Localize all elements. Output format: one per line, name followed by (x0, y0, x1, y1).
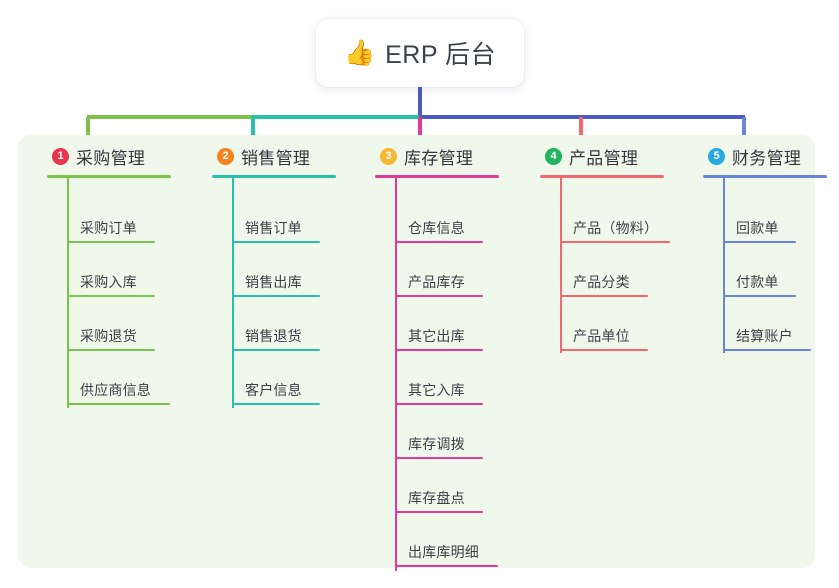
leaf-item-label: 销售订单 (245, 220, 302, 236)
leaf-item-rule (560, 349, 648, 351)
leaf-item-rule (560, 295, 648, 297)
branch-title: 库存管理 (404, 148, 474, 168)
branch-column-销售管理: 2 销售管理销售订单销售出库销售退货客户信息 (195, 143, 336, 408)
leaf-item[interactable]: 采购入库 (67, 243, 155, 297)
leaf-item-label: 付款单 (736, 274, 779, 290)
branch-number-badge: 1 (52, 147, 69, 165)
leaf-item-rule (723, 295, 796, 297)
leaf-item[interactable]: 结算账户 (723, 297, 811, 351)
branch-spine (723, 175, 725, 353)
branch-panel (18, 135, 815, 568)
leaf-item-rule (67, 349, 155, 351)
root-title: ERP 后台 (385, 41, 497, 69)
leaf-item[interactable]: 库存调拨 (395, 405, 483, 459)
leaf-item-label: 产品单位 (573, 328, 630, 344)
branch-header-rule (212, 175, 336, 178)
branch-number-badge: 2 (217, 147, 234, 165)
branch-spine (395, 175, 397, 571)
leaf-item[interactable]: 供应商信息 (67, 351, 170, 405)
leaf-item[interactable]: 客户信息 (232, 351, 320, 405)
branch-title: 采购管理 (76, 148, 146, 168)
leaf-item[interactable]: 出库库明细 (395, 513, 498, 567)
branch-spine (560, 175, 562, 353)
thumbs-up-icon: 👍 (343, 38, 376, 67)
branch-header-rule (703, 175, 827, 178)
branch-title: 财务管理 (732, 148, 802, 168)
leaf-item[interactable]: 回款单 (723, 189, 796, 243)
branch-header[interactable]: 4 产品管理 (523, 143, 638, 169)
branch-number-badge: 3 (380, 147, 397, 165)
leaf-item-label: 库存调拨 (408, 436, 465, 452)
branch-header-rule (375, 175, 499, 178)
leaf-item-rule (232, 349, 320, 351)
leaf-item[interactable]: 产品单位 (560, 297, 648, 351)
leaf-item-label: 供应商信息 (80, 382, 151, 398)
leaf-item-rule (723, 241, 796, 243)
leaf-item-label: 其它入库 (408, 382, 465, 398)
branch-header[interactable]: 1 采购管理 (30, 143, 145, 169)
branch-title: 产品管理 (569, 148, 639, 168)
leaf-item-label: 结算账户 (736, 328, 793, 344)
branch-header[interactable]: 3 库存管理 (358, 143, 473, 169)
branch-number-badge: 5 (708, 147, 725, 165)
leaf-item-rule (67, 241, 155, 243)
leaf-item-label: 产品库存 (408, 274, 465, 290)
branch-header-rule (540, 175, 664, 178)
branch-number-badge: 4 (545, 147, 562, 165)
leaf-item-label: 销售退货 (245, 328, 302, 344)
branch-column-采购管理: 1 采购管理采购订单采购入库采购退货供应商信息 (30, 143, 171, 408)
leaf-item-label: 其它出库 (408, 328, 465, 344)
branch-spine (232, 175, 234, 408)
leaf-item-rule (395, 403, 483, 405)
leaf-item-rule (560, 241, 670, 243)
leaf-item[interactable]: 产品（物料） (560, 189, 670, 243)
leaf-item-rule (395, 295, 483, 297)
leaf-item-rule (395, 349, 483, 351)
leaf-item-label: 回款单 (736, 220, 779, 236)
branch-column-库存管理: 3 库存管理仓库信息产品库存其它出库其它入库库存调拨库存盘点出库库明细 (358, 143, 499, 571)
leaf-item[interactable]: 采购订单 (67, 189, 155, 243)
leaf-item[interactable]: 仓库信息 (395, 189, 483, 243)
leaf-item-rule (232, 403, 320, 405)
branch-column-产品管理: 4 产品管理产品（物料） 产品分类产品单位 (523, 143, 670, 353)
leaf-item[interactable]: 库存盘点 (395, 459, 483, 513)
leaf-item-label: 出库库明细 (408, 544, 479, 560)
leaf-item-label: 采购订单 (80, 220, 137, 236)
branch-header-rule (47, 175, 171, 178)
leaf-item[interactable]: 产品库存 (395, 243, 483, 297)
leaf-item[interactable]: 销售退货 (232, 297, 320, 351)
leaf-item-rule (67, 295, 155, 297)
root-node[interactable]: 👍 ERP 后台 (316, 19, 524, 87)
leaf-item-rule (723, 349, 811, 351)
leaf-item[interactable]: 付款单 (723, 243, 796, 297)
leaf-item-label: 库存盘点 (408, 490, 465, 506)
leaf-item-label: 采购退货 (80, 328, 137, 344)
branch-title: 销售管理 (241, 148, 311, 168)
leaf-item[interactable]: 采购退货 (67, 297, 155, 351)
branch-spine (67, 175, 69, 408)
leaf-item-label: 产品（物料） (573, 220, 659, 236)
leaf-item-label: 销售出库 (245, 274, 302, 290)
leaf-item[interactable]: 销售订单 (232, 189, 320, 243)
leaf-item-rule (395, 565, 498, 567)
leaf-item-label: 采购入库 (80, 274, 137, 290)
leaf-item-rule (232, 241, 320, 243)
leaf-item[interactable]: 其它入库 (395, 351, 483, 405)
leaf-item[interactable]: 其它出库 (395, 297, 483, 351)
leaf-item[interactable]: 产品分类 (560, 243, 648, 297)
branch-column-财务管理: 5 财务管理回款单付款单结算账户 (686, 143, 827, 353)
leaf-item-rule (395, 511, 483, 513)
leaf-item-label: 客户信息 (245, 382, 302, 398)
leaf-item-rule (395, 457, 483, 459)
branch-header[interactable]: 5 财务管理 (686, 143, 801, 169)
leaf-item-rule (67, 403, 170, 405)
leaf-item-rule (395, 241, 483, 243)
leaf-item-rule (232, 295, 320, 297)
branch-header[interactable]: 2 销售管理 (195, 143, 310, 169)
leaf-item[interactable]: 销售出库 (232, 243, 320, 297)
leaf-item-label: 产品分类 (573, 274, 630, 290)
leaf-item-label: 仓库信息 (408, 220, 465, 236)
